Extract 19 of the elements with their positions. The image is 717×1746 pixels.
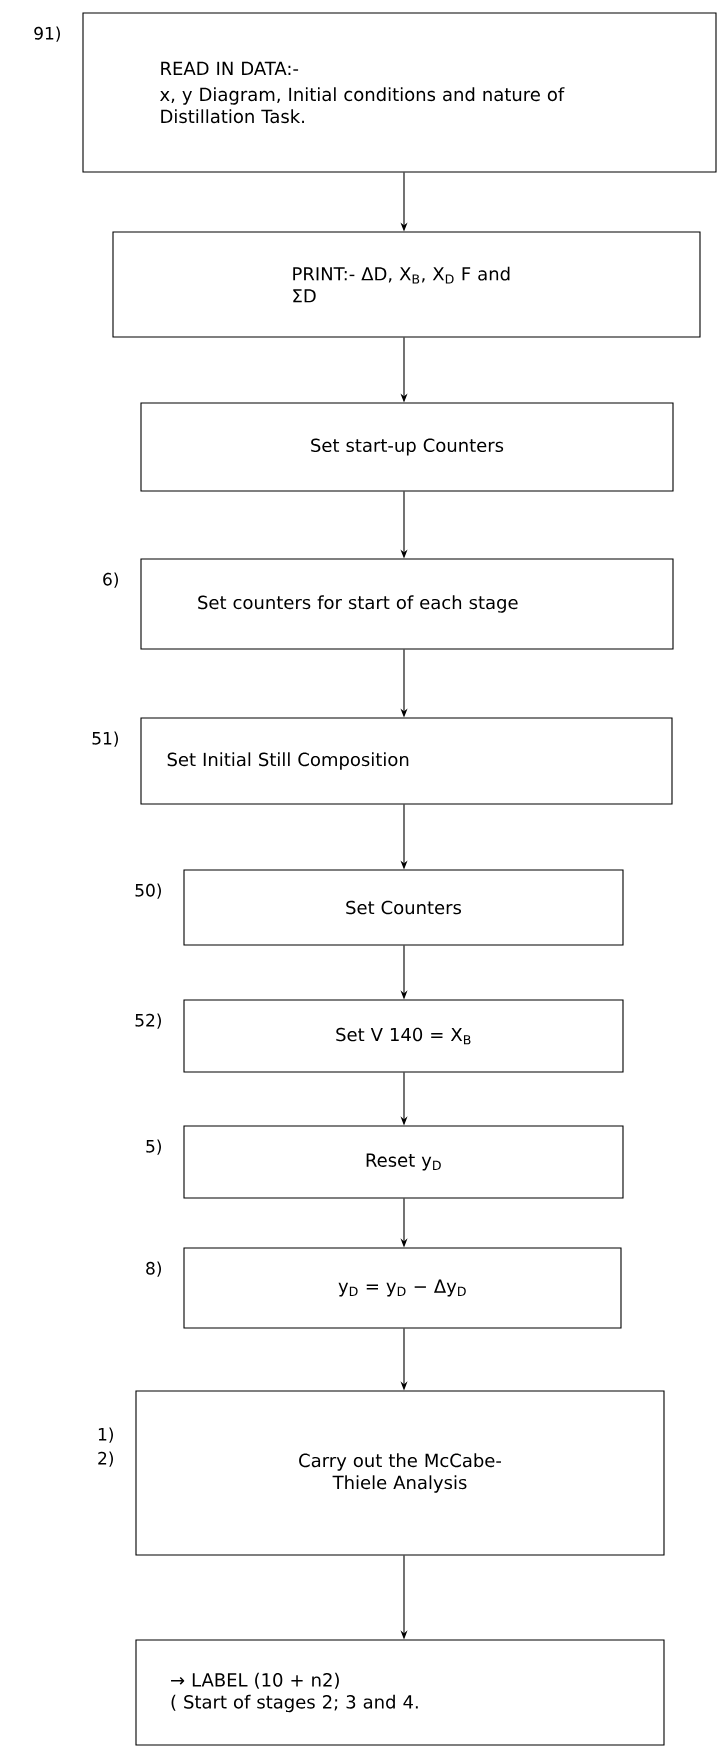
step-number: 91) bbox=[34, 26, 60, 42]
process-box: y$_{D}$ = y$_{D}$ − Δy$_{D}$ bbox=[183, 1247, 622, 1329]
step-number: 50) bbox=[135, 883, 161, 899]
step-number: 1) 2) bbox=[98, 1427, 113, 1467]
process-box: Set counters for start of each stage bbox=[140, 558, 674, 650]
process-box: READ IN DATA:- x, y Diagram, Initial conditions and nature of Distillation Task. bbox=[82, 12, 717, 173]
step-number: 8) bbox=[146, 1261, 161, 1277]
process-box: Set V 140 = X$_{B}$ bbox=[183, 999, 624, 1073]
process-box: Set Counters bbox=[183, 869, 624, 946]
step-number: 51) bbox=[92, 731, 118, 747]
step-number: 5) bbox=[146, 1139, 161, 1155]
process-box: → LABEL (10 + n2) ( Start of stages 2; 3 and 4. bbox=[135, 1639, 665, 1746]
process-box: Set start-up Counters bbox=[140, 402, 674, 492]
process-box: Set Initial Still Composition bbox=[140, 717, 673, 805]
process-box: PRINT:- ΔD, X$_{B}$, X$_{D}$ F and ΣD bbox=[112, 231, 701, 338]
step-number: 6) bbox=[103, 572, 118, 588]
process-box: Reset y$_{D}$ bbox=[183, 1125, 624, 1199]
process-box: Carry out the McCabe-Thiele Analysis bbox=[135, 1390, 665, 1556]
step-number: 52) bbox=[135, 1013, 161, 1029]
